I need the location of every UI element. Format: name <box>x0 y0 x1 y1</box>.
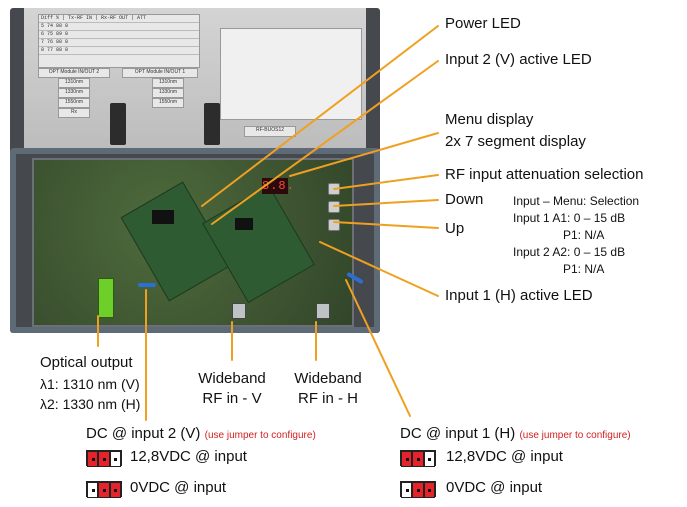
optical-output-connector <box>98 278 114 318</box>
input1-led-label: Input 1 (H) active LED <box>445 287 593 304</box>
leader-line-input2-led <box>211 60 439 225</box>
lid-settings-table: Diff % | Tx-RF IN | Rx-RF OUT | ATT 5 74… <box>38 14 200 68</box>
wideband-v-sublabel: RF in - V <box>202 390 262 407</box>
dc-input2-title-text: DC @ input 2 (V) <box>86 425 201 442</box>
leader-line-up <box>333 221 439 229</box>
jumper-pin <box>423 482 435 498</box>
jumper-pin <box>109 451 121 467</box>
menu-table-row: P1: N/A <box>563 228 605 242</box>
lid-hinge-slot <box>110 103 126 145</box>
rf-attenuation-label: RF input attenuation selection <box>445 166 644 183</box>
menu-display-sublabel: 2x 7 segment display <box>445 133 586 150</box>
wideband-h-label: Wideband <box>294 370 362 387</box>
dc-input1-setting2: 0VDC @ input <box>446 479 543 496</box>
up-label: Up <box>445 220 465 237</box>
leader-line-down <box>333 199 439 207</box>
lid-table-row: 6 75 89 8 <box>39 31 199 39</box>
lid-wavelength-label: 1550nm <box>58 98 90 108</box>
jumper-pin <box>87 482 99 498</box>
chip <box>235 218 253 230</box>
jumper-pin <box>98 451 110 467</box>
jumper-diagram-input2-0v <box>86 481 122 498</box>
lid-module-label-left: OPT Module IN/OUT 2 <box>38 68 110 78</box>
dc-input2-setting2: 0VDC @ input <box>130 479 227 496</box>
lid-table-row: Diff % | Tx-RF IN | Rx-RF OUT | ATT <box>39 15 199 23</box>
dc-input2-title: DC @ input 2 (V) (use jumper to configur… <box>86 425 316 443</box>
lid-wavelength-label: 1550nm <box>152 98 184 108</box>
jumper-pin <box>412 451 424 467</box>
lid-module-label-right: OPT Module IN/OUT 1 <box>122 68 198 78</box>
dc-input1-title: DC @ input 1 (H) (use jumper to configur… <box>400 425 631 443</box>
menu-table-header: Input – Menu: Selection <box>513 194 640 208</box>
lid-block-diagram <box>220 28 362 120</box>
menu-table-row: Input 2 A2: 0 – 15 dB <box>513 245 626 259</box>
dc-input2-setting1: 12,8VDC @ input <box>130 448 247 465</box>
optical-output-title: Optical output <box>40 354 133 371</box>
lambda1-label: λ1: 1310 nm (V) <box>40 376 140 392</box>
lid-wavelength-label: 1310nm <box>58 78 90 88</box>
lid-model-label: RF-BUOS12 <box>244 126 296 137</box>
jumper-diagram-input1-12v8 <box>400 450 436 467</box>
jumper-input2[interactable] <box>138 283 156 287</box>
device-photo: Diff % | Tx-RF IN | Rx-RF OUT | ATT 5 74… <box>10 8 380 333</box>
dc-input1-note: (use jumper to configure) <box>519 430 631 441</box>
leader-line-power-led <box>201 25 439 207</box>
input2-led-label: Input 2 (V) active LED <box>445 51 592 68</box>
lid-table-row: 5 74 88 8 <box>39 23 199 31</box>
menu-table-row: P1: N/A <box>563 262 605 276</box>
leader-line-rf-att <box>333 174 439 190</box>
lid-wavelength-label: Rx <box>58 108 90 118</box>
wideband-v-label: Wideband <box>198 370 266 387</box>
jumper-pin <box>109 482 121 498</box>
dc-input1-setting1: 12,8VDC @ input <box>446 448 563 465</box>
jumper-diagram-input1-0v <box>400 481 436 498</box>
jumper-pin <box>401 451 413 467</box>
lid-wavelength-label: 1330nm <box>58 88 90 98</box>
dc-input1-title-text: DC @ input 1 (H) <box>400 425 516 442</box>
menu-display-label: Menu display <box>445 111 534 128</box>
power-led-label: Power LED <box>445 15 521 32</box>
lid-table-row: 8 77 88 8 <box>39 47 199 55</box>
jumper-diagram-input2-12v8 <box>86 450 122 467</box>
jumper-pin <box>87 451 99 467</box>
chip <box>152 210 174 224</box>
jumper-pin <box>401 482 413 498</box>
jumper-pin <box>423 451 435 467</box>
lid-table-row: 7 76 88 8 <box>39 39 199 47</box>
lid-wavelength-label: 1330nm <box>152 88 184 98</box>
menu-table-row: Input 1 A1: 0 – 15 dB <box>513 211 626 225</box>
jumper-pin <box>412 482 424 498</box>
leader-line-menu-display <box>289 132 439 177</box>
device-lid: Diff % | Tx-RF IN | Rx-RF OUT | ATT 5 74… <box>24 8 366 151</box>
dc-input2-note: (use jumper to configure) <box>204 430 316 441</box>
leader-line-input1-led <box>319 241 439 297</box>
lambda2-label: λ2: 1330 nm (H) <box>40 396 141 412</box>
leader-line-dc-input1 <box>345 279 411 417</box>
rf-in-h-connector <box>316 303 330 319</box>
rf-in-v-connector <box>232 303 246 319</box>
lid-hinge-slot <box>204 103 220 145</box>
jumper-pin <box>98 482 110 498</box>
enclosure-rim <box>10 148 380 333</box>
lid-wavelength-label: 1310nm <box>152 78 184 88</box>
down-label: Down <box>445 191 484 208</box>
wideband-h-sublabel: RF in - H <box>298 390 358 407</box>
